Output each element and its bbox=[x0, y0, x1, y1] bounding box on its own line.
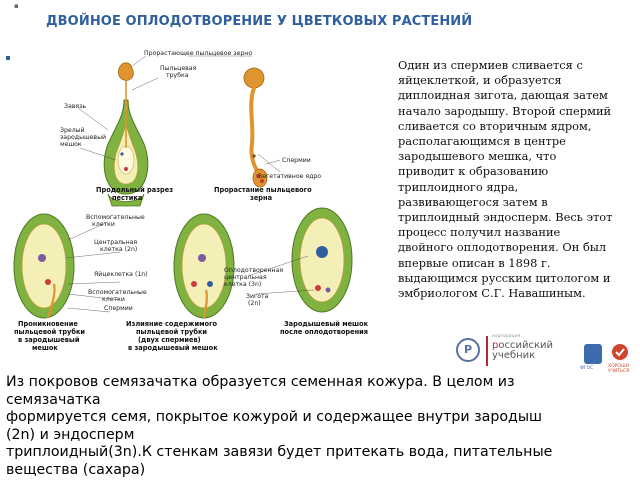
label-helper-cells-2: Вспомогательные bbox=[88, 289, 147, 296]
side-paragraph: Один из спермиев сливается с яйцеклеткой… bbox=[398, 58, 628, 301]
side-line: диплоидная зигота, дающая затем bbox=[398, 88, 608, 103]
caption-sac1-4: мешок bbox=[32, 344, 58, 352]
bottom-line: вещества (сахара) bbox=[6, 461, 146, 478]
side-line: триплоидный эндосперм. Весь этот bbox=[398, 210, 613, 225]
label-sperm-top: Спермии bbox=[282, 157, 311, 164]
embryo-sac-1-illustration bbox=[13, 213, 75, 319]
label-egg-cell: Яйцеклетка (1n) bbox=[94, 270, 148, 278]
label-pollen-tube: Пыльцевая bbox=[160, 65, 197, 72]
caption-sac2: Излияние содержимого bbox=[126, 320, 217, 328]
label-central-cell: Центральная bbox=[94, 239, 137, 246]
label-ovary: Завязь bbox=[64, 103, 86, 110]
bottom-line: семязачатка bbox=[6, 391, 101, 408]
pistil-section-illustration bbox=[103, 62, 149, 207]
publisher-logos: Р корпорация российский учебник ФГОС ХОР… bbox=[452, 332, 638, 374]
fgos-emblem-icon bbox=[584, 344, 602, 364]
side-line: двойного оплодотворения. Он был bbox=[398, 240, 607, 255]
label-pollen-tube-2: трубка bbox=[166, 71, 189, 79]
label-veg-nucleus: Вегетативное ядро bbox=[258, 173, 321, 180]
publisher-name: российский учебник bbox=[492, 341, 572, 361]
label-germinating-pollen: Прорастающее пыльцевое зерно bbox=[144, 50, 252, 57]
label-fert-central-b: центральная bbox=[224, 274, 267, 281]
good-study-emblem-icon bbox=[610, 342, 630, 362]
side-line: эмбриологом С.Г. Навашиным. bbox=[398, 286, 586, 301]
label-fert-central: Оплодотворенная bbox=[224, 267, 283, 274]
side-line: располагающимся в центре bbox=[398, 134, 566, 149]
label-zygote-b: (2n) bbox=[248, 300, 261, 307]
bullet-dot bbox=[6, 56, 10, 60]
side-line: Один из спермиев сливается с bbox=[398, 58, 583, 72]
fgos-emblem-text: ФГОС bbox=[580, 366, 594, 371]
caption-sac2-3: (двух спермиев) bbox=[138, 336, 201, 344]
label-central-cell-b: клетка (2n) bbox=[100, 246, 137, 253]
side-line: сливается со вторичным ядром, bbox=[398, 118, 592, 133]
caption-sac3: Зародышевый мешок bbox=[284, 320, 369, 328]
caption-sac1-2: пыльцевой трубки bbox=[14, 328, 85, 336]
caption-pollen-2: зерна bbox=[250, 194, 272, 202]
label-mature-sac: Зрелый bbox=[60, 126, 85, 134]
label-helper-cells-b: клетки bbox=[92, 221, 115, 228]
bottom-line: формируется семя, покрытое кожурой и сод… bbox=[6, 409, 543, 426]
caption-pistil: Продольный разрез bbox=[96, 186, 173, 194]
slide-title: ДВОЙНОЕ ОПЛОДОТВОРЕНИЕ У ЦВЕТКОВЫХ РАСТЕ… bbox=[46, 14, 473, 29]
caption-sac2-4: в зародышевый мешок bbox=[128, 344, 218, 352]
label-mature-sac-2: зародышевый bbox=[60, 133, 106, 141]
label-zygote: Зигота bbox=[246, 293, 269, 300]
side-line: начало зародышу. Второй спермий bbox=[398, 103, 612, 118]
publisher-name-line2: учебник bbox=[492, 350, 536, 361]
logo-divider bbox=[486, 336, 488, 366]
caption-pistil-2: пестика bbox=[112, 194, 142, 202]
publisher-logo-mark: Р bbox=[456, 338, 480, 362]
side-line: выдающимся русским цитологом и bbox=[398, 270, 611, 285]
caption-sac3-2: после оплодотворения bbox=[280, 328, 368, 336]
side-line: яйцеклеткой, и образуется bbox=[398, 73, 562, 88]
caption-pollen: Прорастание пыльцевого bbox=[214, 186, 312, 194]
publisher-name-line1: оссийский bbox=[498, 340, 554, 351]
bottom-line: триплоидный(3n).К стенкам завязи будет п… bbox=[6, 444, 553, 461]
pollen-germination-illustration bbox=[243, 67, 268, 188]
good-study-emblem-text: ХОРОШО УЧИТЬСЯ bbox=[608, 364, 630, 374]
label-helper-cells: Вспомогательные bbox=[86, 214, 145, 221]
publisher-name-accent: р bbox=[492, 340, 499, 351]
bottom-paragraph: Из покровов семязачатка образуется семен… bbox=[6, 374, 636, 480]
corner-mark: ▪ bbox=[14, 2, 19, 10]
bottom-line: Из покровов семязачатка образуется семен… bbox=[6, 374, 515, 390]
embryo-sac-3-illustration bbox=[291, 207, 353, 313]
side-line: приводит к образованию bbox=[398, 164, 549, 179]
side-line: впервые описан в 1898 г. bbox=[398, 255, 551, 270]
side-line: процесс получил название bbox=[398, 225, 561, 240]
double-fertilization-diagram: Прорастающее пыльцевое зерно Пыльцевая т… bbox=[8, 44, 386, 360]
caption-sac1: Проникновение bbox=[18, 320, 78, 328]
caption-sac2-2: пыльцевой трубки bbox=[136, 328, 207, 336]
side-line: развивающегося затем в bbox=[398, 194, 548, 209]
embryo-sac-2-illustration bbox=[173, 213, 235, 319]
bottom-line: (2n) и эндосперм bbox=[6, 426, 135, 443]
caption-sac1-3: в зародышевый bbox=[18, 336, 80, 344]
label-mature-sac-3: мешок bbox=[60, 141, 82, 148]
side-line: триплоидного ядра, bbox=[398, 179, 519, 194]
label-fert-central-c: клетка (3n) bbox=[224, 281, 261, 288]
label-helper-cells-2b: клетки bbox=[102, 296, 125, 303]
label-sperm-bottom: Спермии bbox=[104, 305, 133, 312]
logo-kicker: корпорация bbox=[492, 334, 521, 339]
side-line: зародышевого мешка, что bbox=[398, 149, 557, 164]
